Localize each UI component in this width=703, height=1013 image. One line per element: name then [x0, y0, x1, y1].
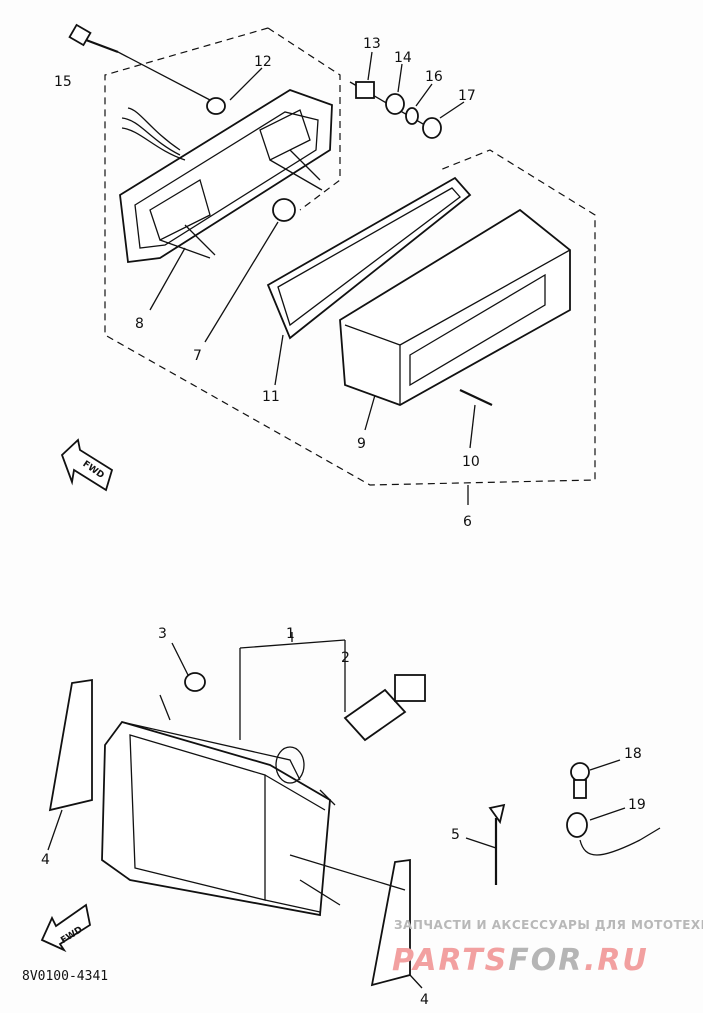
grommet-12 [206, 97, 226, 115]
grommet-3 [184, 672, 206, 692]
assembly-boundary-6 [104, 27, 596, 486]
callout-10: 10 [462, 454, 480, 470]
callout-1: 1 [286, 626, 295, 642]
callout-17: 17 [458, 88, 476, 104]
callout-3: 3 [158, 626, 167, 642]
bolt-15 [68, 23, 211, 101]
callout-15: 15 [54, 74, 72, 90]
callout-9: 9 [357, 436, 366, 452]
callout-2: 2 [341, 650, 350, 666]
callout-5: 5 [451, 827, 460, 843]
callout-14: 14 [394, 50, 412, 66]
watermark-brand: PARTSFOR.RU [392, 943, 649, 978]
cover-4-left [48, 678, 93, 812]
fwd-arrow-top: FWD [60, 438, 114, 492]
callout-7: 7 [193, 348, 202, 364]
lens-9 [339, 208, 571, 406]
callout-16: 16 [425, 69, 443, 85]
headlight-bulb-2 [343, 674, 426, 742]
tail-light-base-8 [119, 89, 333, 264]
callout-8: 8 [135, 316, 144, 332]
headlight-assembly [101, 694, 341, 917]
watermark: ЗАПЧАСТИ И АКСЕССУАРЫ ДЛЯ МОТОТЕХНИКИ PA… [392, 918, 703, 978]
watermark-tagline: ЗАПЧАСТИ И АКСЕССУАРЫ ДЛЯ МОТОТЕХНИКИ [394, 918, 703, 932]
bulb-18 [570, 759, 621, 799]
callout-6: 6 [463, 514, 472, 530]
callout-11: 11 [262, 389, 280, 405]
bulb-7 [272, 198, 296, 222]
gasket-11 [266, 176, 472, 340]
callout-4-left: 4 [41, 852, 50, 868]
callout-12: 12 [254, 54, 272, 70]
callout-18: 18 [624, 746, 642, 762]
callout-4-right: 4 [420, 992, 429, 1008]
screw-10 [459, 389, 493, 406]
callout-labels: 15 12 13 14 16 17 8 7 11 9 10 6 3 1 2 18… [41, 36, 646, 1008]
fasteners [349, 51, 465, 139]
socket-19 [566, 807, 661, 856]
diagram-part-number: 8V0100-4341 [22, 969, 108, 984]
callout-19: 19 [628, 797, 646, 813]
cable-tie-5 [465, 803, 506, 885]
fwd-arrow-bottom: FWD [40, 903, 92, 953]
callout-13: 13 [363, 36, 381, 52]
